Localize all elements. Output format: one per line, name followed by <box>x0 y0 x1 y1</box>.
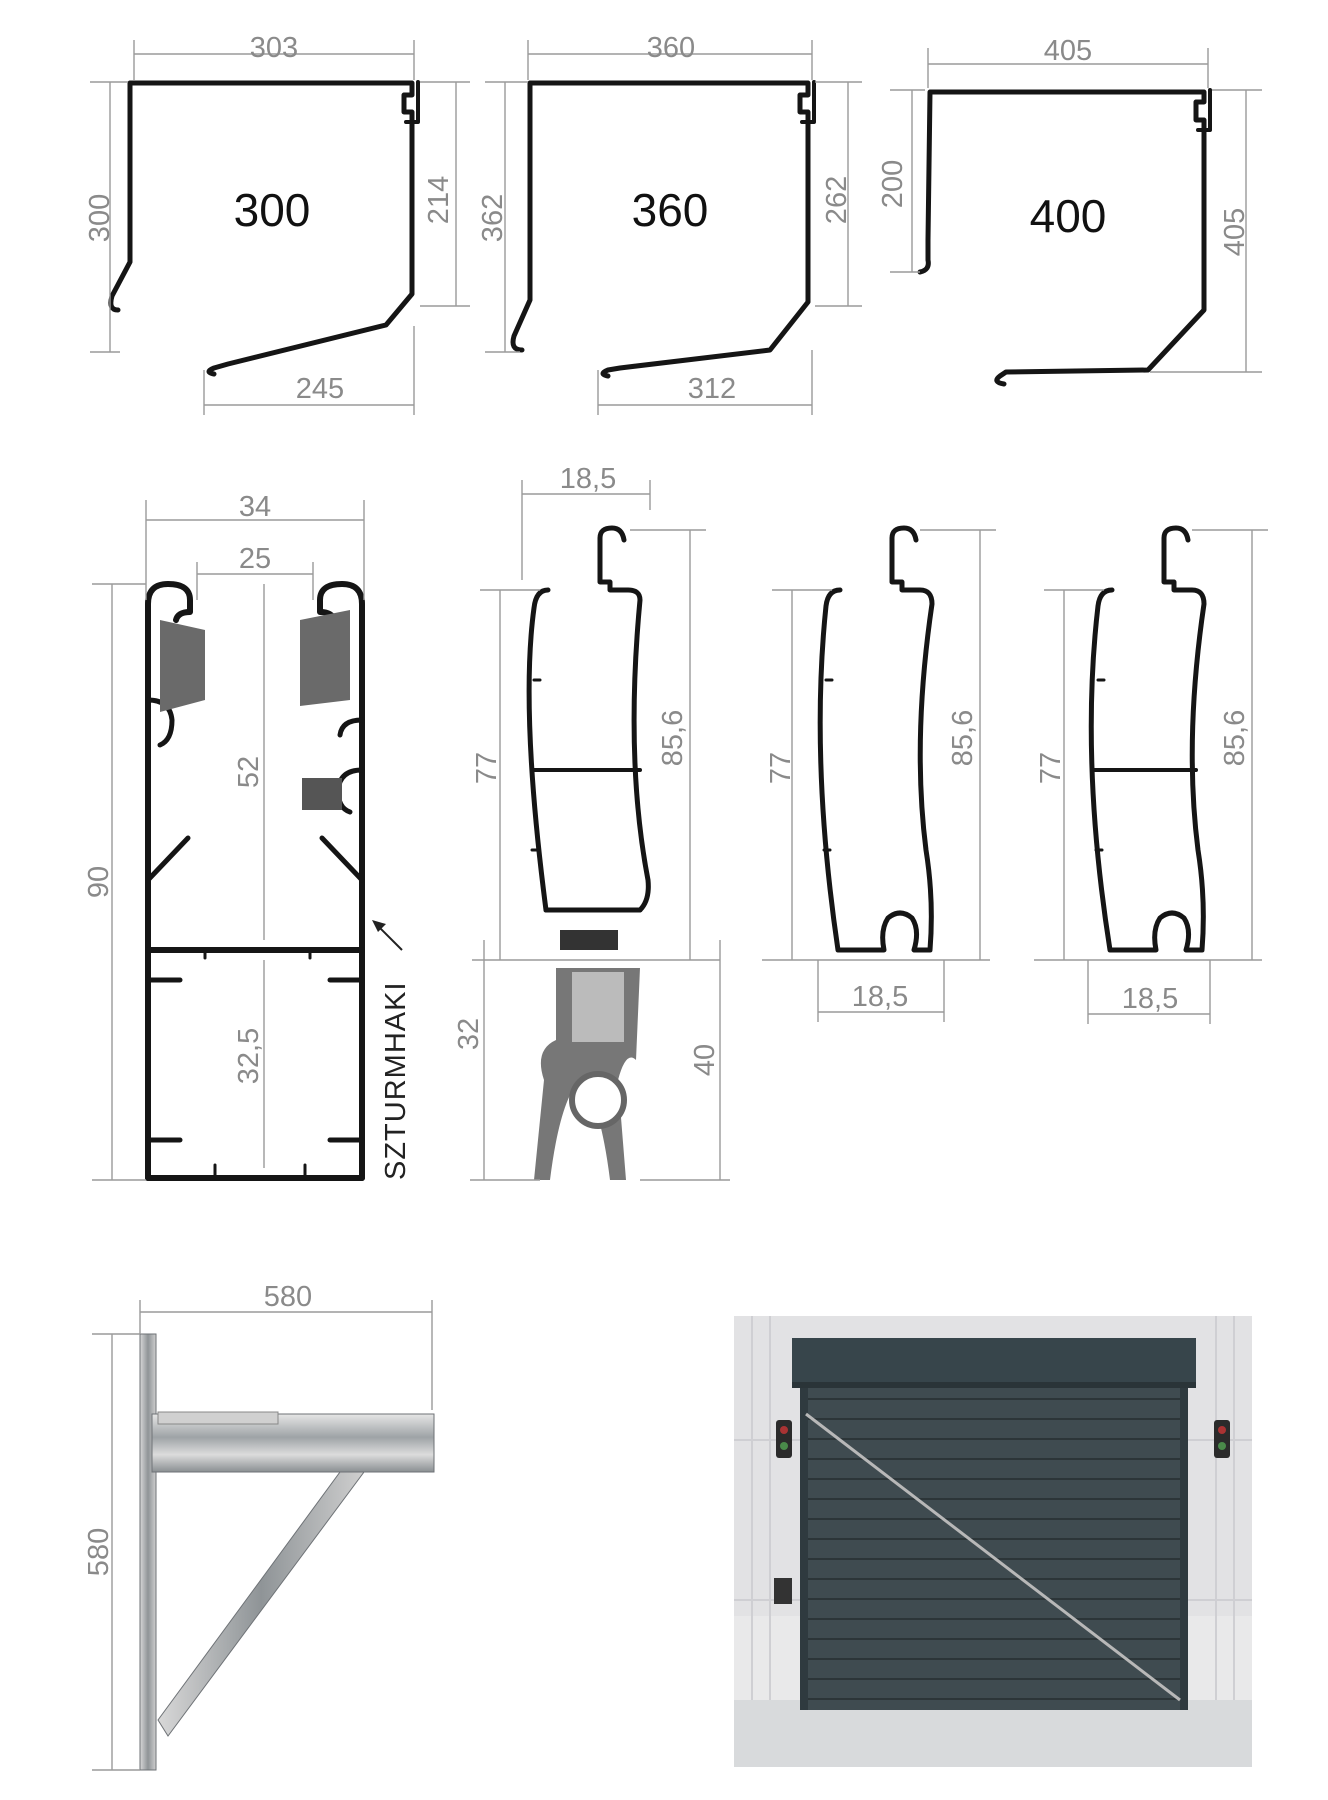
right-brush-insert <box>300 610 350 706</box>
box-360-top-width: 360 <box>647 32 695 64</box>
guide-rail-profile: 34 25 90 52 32,5 SZTURMHAKI <box>83 491 412 1181</box>
seal-connector <box>560 930 618 950</box>
box-360-label: 360 <box>632 184 709 236</box>
left-brush-insert <box>160 620 205 712</box>
rail-annotation-text: SZTURMHAKI <box>380 982 412 1181</box>
box-300-bottom-width: 245 <box>296 373 344 405</box>
annotation-arrow <box>377 925 403 951</box>
seal-bulb <box>569 1071 627 1129</box>
box-360-right-height: 262 <box>821 176 853 224</box>
slat1-top-width: 18,5 <box>560 463 616 495</box>
slat2-body-height: 77 <box>765 752 797 784</box>
bracket-height: 580 <box>83 1528 115 1576</box>
box-360-bottom-width: 312 <box>688 373 736 405</box>
housing-box-360: 360 362 262 312 360 <box>477 32 862 415</box>
slat-profile-hollow: 77 85,6 18,5 <box>1034 525 1268 1024</box>
box-300-right-height: 214 <box>423 176 455 224</box>
seal-insert <box>572 972 624 1042</box>
housing-box-300: 303 300 214 245 300 <box>84 32 470 415</box>
rail-clip <box>302 778 342 810</box>
bracket-width: 580 <box>264 1281 312 1313</box>
rail-upper-height: 52 <box>233 756 265 788</box>
seal-total-height: 40 <box>689 1044 721 1076</box>
rail-outer-width: 34 <box>239 491 271 523</box>
roller-door-photo <box>734 1316 1252 1767</box>
door-curtain <box>806 1388 1182 1710</box>
seal-height: 32 <box>453 1018 485 1050</box>
box-300-top-width: 303 <box>250 32 298 64</box>
box-400-right-height: 405 <box>1219 208 1251 256</box>
rail-inner-width: 25 <box>239 543 271 575</box>
slat2-bottom-width: 18,5 <box>852 981 908 1013</box>
box-300-label: 300 <box>234 184 311 236</box>
diagonal-brace <box>805 1412 1181 1702</box>
slat1-body-height: 77 <box>471 752 503 784</box>
rail-total-height: 90 <box>83 866 115 898</box>
box-300-left-height: 300 <box>84 194 116 242</box>
wall-bracket-photo: 580 580 <box>83 1281 435 1771</box>
housing-box-400: 405 200 405 400 <box>877 35 1262 387</box>
box-400-left-height: 200 <box>877 160 909 208</box>
box-400-label: 400 <box>1030 190 1107 242</box>
slat1-total-height: 85,6 <box>657 710 689 766</box>
slat3-bottom-width: 18,5 <box>1122 983 1178 1015</box>
box-360-left-height: 362 <box>477 194 509 242</box>
slat3-body-height: 77 <box>1035 752 1067 784</box>
rail-lower-height: 32,5 <box>233 1028 265 1084</box>
slat3-total-height: 85,6 <box>1219 710 1251 766</box>
slat-profile-with-seal: 18,5 77 85,6 32 40 <box>453 463 730 1181</box>
slat2-total-height: 85,6 <box>947 710 979 766</box>
foam-slat-body <box>817 525 935 953</box>
box-400-top-width: 405 <box>1044 35 1092 67</box>
slat-profile-foam-filled: 77 85,6 18,5 <box>762 525 996 1022</box>
